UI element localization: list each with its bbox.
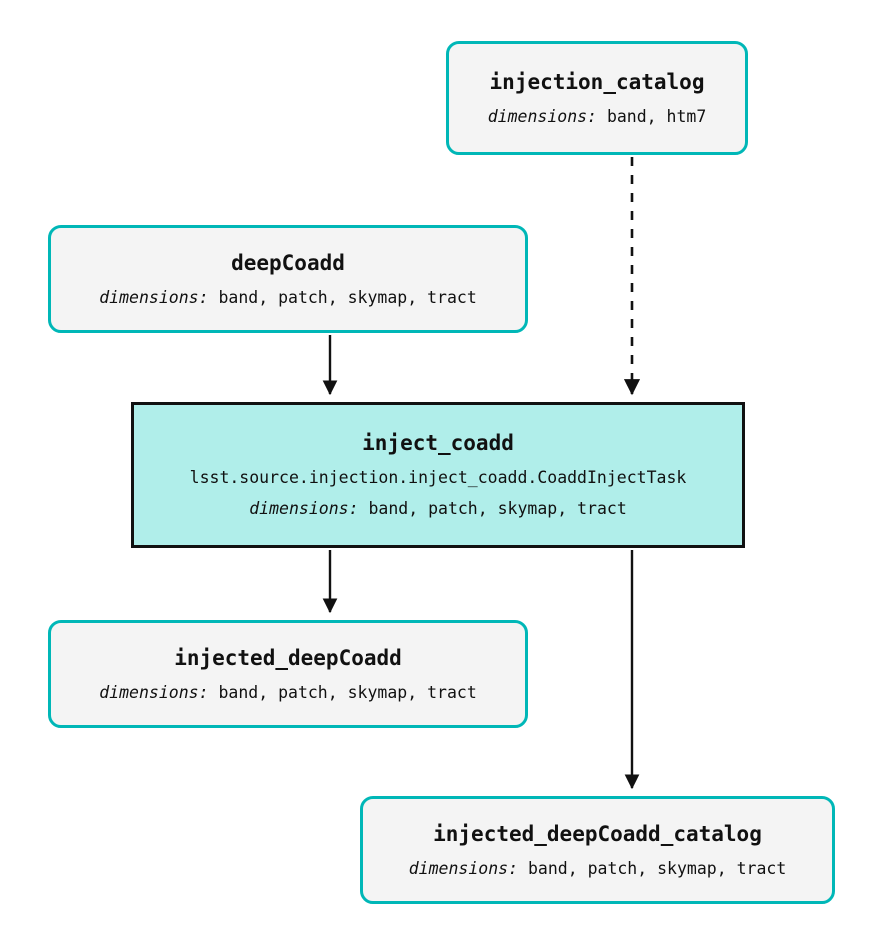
node-dimensions: dimensions: band, patch, skymap, tract xyxy=(249,499,627,519)
node-deep-coadd[interactable]: deepCoadd dimensions: band, patch, skyma… xyxy=(48,225,528,333)
node-title: injection_catalog xyxy=(489,69,705,94)
dimensions-label: dimensions: xyxy=(99,287,209,307)
dimensions-label: dimensions: xyxy=(408,858,519,878)
dimensions-value: band, htm7 xyxy=(606,106,707,126)
node-injected-deep-coadd-catalog[interactable]: injected_deepCoadd_catalog dimensions: b… xyxy=(360,796,835,904)
node-injected-deep-coadd[interactable]: injected_deepCoadd dimensions: band, pat… xyxy=(48,620,528,728)
dimensions-value: band, patch, skymap, tract xyxy=(218,682,477,702)
dimensions-label: dimensions: xyxy=(249,499,359,519)
dimensions-value: band, patch, skymap, tract xyxy=(368,499,627,519)
node-injection-catalog[interactable]: injection_catalog dimensions: band, htm7 xyxy=(446,41,748,155)
node-dimensions: dimensions: band, patch, skymap, tract xyxy=(99,288,477,308)
node-title: inject_coadd xyxy=(362,431,514,456)
node-title: injected_deepCoadd_catalog xyxy=(433,821,762,846)
dimensions-label: dimensions: xyxy=(487,106,597,126)
node-dimensions: dimensions: band, patch, skymap, tract xyxy=(409,859,787,879)
node-dimensions: dimensions: band, htm7 xyxy=(488,107,707,127)
node-title: deepCoadd xyxy=(231,250,345,275)
node-class-path: lsst.source.injection.inject_coadd.Coadd… xyxy=(189,468,687,488)
node-inject-coadd[interactable]: inject_coadd lsst.source.injection.injec… xyxy=(131,402,745,548)
dimensions-label: dimensions: xyxy=(99,682,209,702)
dimensions-value: band, patch, skymap, tract xyxy=(527,858,787,878)
node-title: injected_deepCoadd xyxy=(174,645,402,670)
node-dimensions: dimensions: band, patch, skymap, tract xyxy=(99,683,477,703)
dimensions-value: band, patch, skymap, tract xyxy=(218,287,477,307)
